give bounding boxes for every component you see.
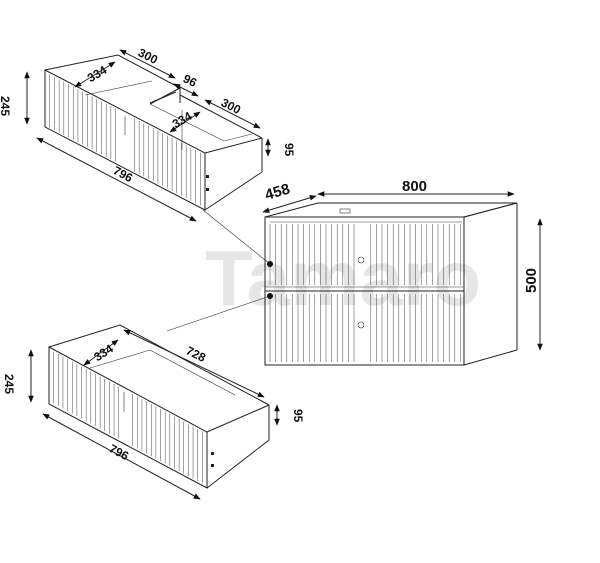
cabinet: 458 800 500 <box>166 178 543 366</box>
cabinet-width-label: 800 <box>402 178 427 195</box>
top-left-depth-label: 334 <box>85 63 110 85</box>
bottom-drawer: 245 796 334 728 95 <box>2 324 305 500</box>
top-drawer-width-label: 796 <box>111 163 136 185</box>
top-drawer-height-label: 245 <box>0 96 12 116</box>
lower-leader-dot <box>267 293 273 299</box>
top-right-width-label: 300 <box>219 95 243 117</box>
upper-drawer-knob <box>357 256 365 264</box>
cabinet-height-label: 500 <box>523 268 540 293</box>
top-drawer: 245 796 334 300 96 334 300 95 <box>0 45 296 222</box>
upper-leader-dot <box>267 261 273 267</box>
top-inner-height-label: 95 <box>282 143 296 157</box>
bottom-inner-height-label: 95 <box>291 409 305 423</box>
top-gap-label: 96 <box>181 71 200 90</box>
bottom-drawer-height-label: 245 <box>2 374 16 394</box>
lower-drawer-knob <box>357 321 365 329</box>
cabinet-depth-label: 458 <box>263 181 292 204</box>
top-right-depth-label: 334 <box>170 109 195 131</box>
top-drawer-front <box>44 69 206 211</box>
top-drawer-flutes <box>49 74 201 206</box>
bottom-drawer-front <box>48 346 208 489</box>
bottom-inner-width-label: 728 <box>184 344 208 366</box>
top-left-width-label: 300 <box>136 45 160 67</box>
cabinet-flutes <box>269 224 461 362</box>
